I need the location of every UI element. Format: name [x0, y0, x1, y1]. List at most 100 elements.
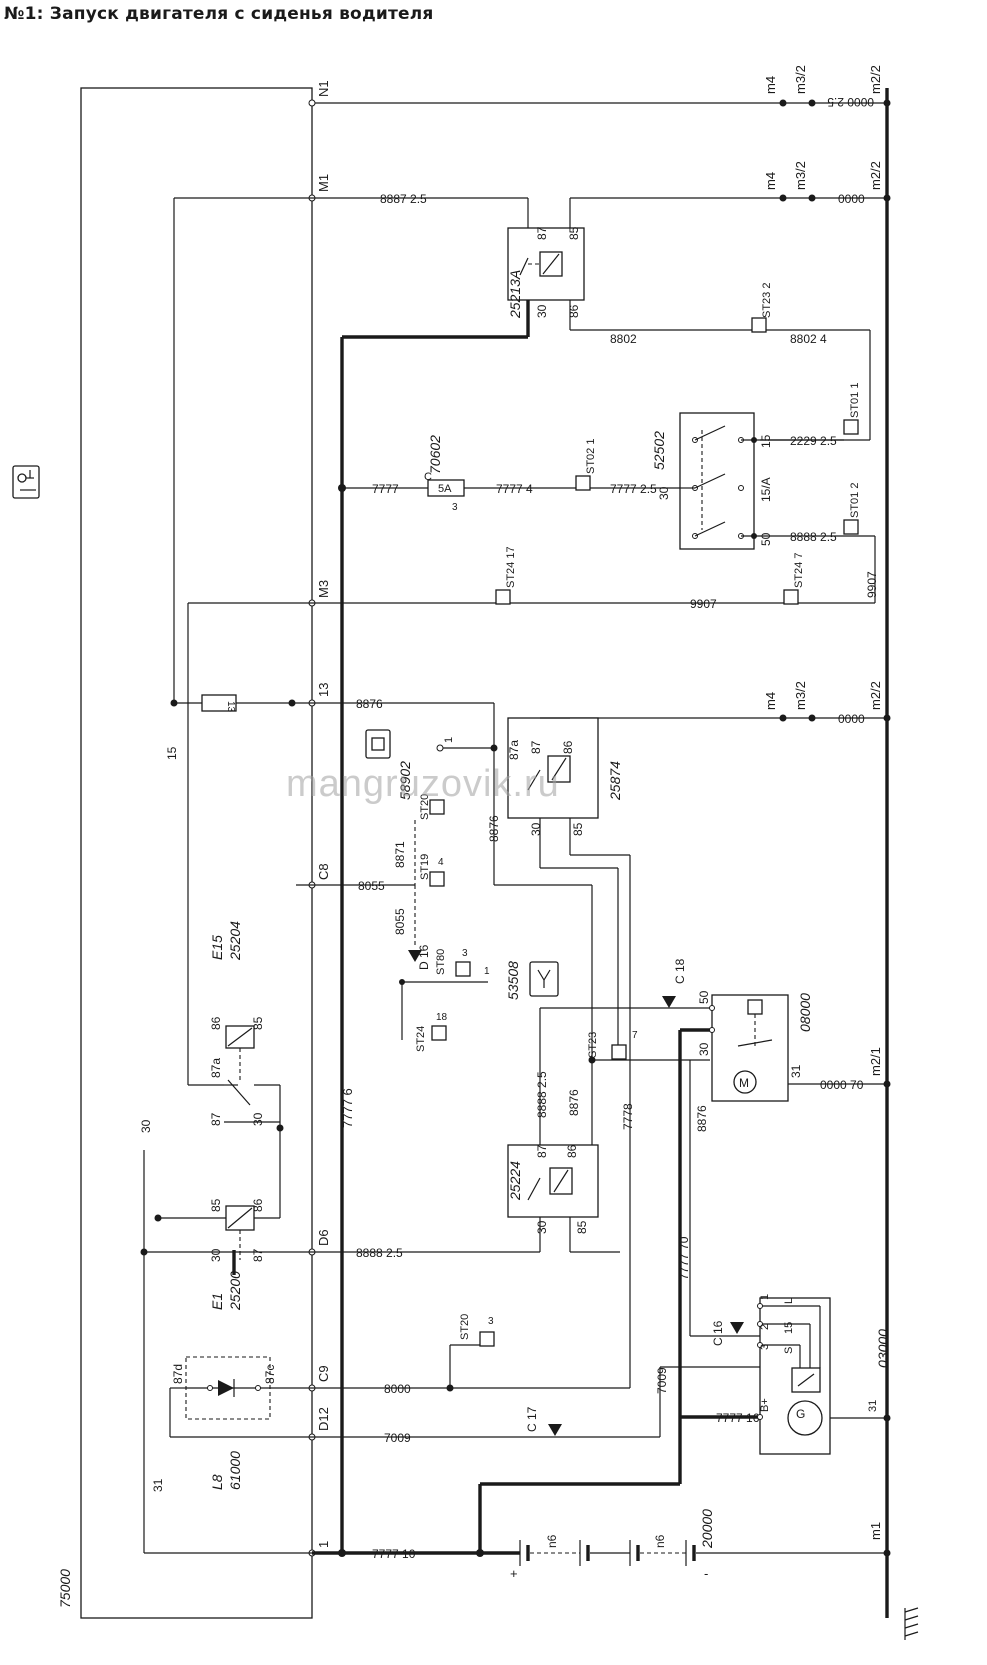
label-e15: E15	[209, 935, 225, 960]
t31-starter: 31	[789, 1064, 803, 1078]
wire-0000-25: 0000 2.5	[827, 95, 874, 109]
wire-30-31: 30 31	[139, 1119, 312, 1554]
battery-20000: + - n6 n6 20000 m1	[480, 1509, 891, 1581]
code-c18: C 18	[673, 958, 687, 984]
t87d: 87d	[171, 1364, 185, 1384]
battery-n6-b: n6	[653, 1534, 667, 1548]
code-c17: C 17	[525, 1406, 539, 1432]
wire-8888-d6: 8888 2.5	[356, 1246, 403, 1260]
label-03000: 03000	[875, 1329, 891, 1368]
wire-7009-b: 7009	[655, 1367, 669, 1394]
t87a-e15: 87a	[209, 1058, 223, 1078]
st19-4: 4	[438, 857, 444, 868]
st80-1: 1	[484, 966, 490, 977]
alt-g: G	[796, 1407, 805, 1421]
alternator-03000: G 1 L 2 15 3 S B+ 31 03000 C 16	[690, 1294, 891, 1455]
st80-3: 3	[462, 948, 468, 959]
wire-8876-b: 8876	[487, 815, 501, 842]
t87-e15: 87	[209, 1112, 223, 1126]
wire-8055-b: 8055	[393, 908, 407, 935]
t86-e1: 86	[251, 1198, 265, 1212]
wire-7777-10: 7777 10	[372, 1547, 416, 1561]
label-m4-3: m4	[763, 692, 778, 710]
t87-25213a: 87	[535, 226, 549, 240]
wire-d6: 8888 2.5	[144, 1246, 540, 1260]
code-c16: C 16	[711, 1320, 725, 1346]
alt-tl: L	[783, 1298, 795, 1304]
label-m3-2-3: m3/2	[793, 681, 808, 710]
alt-ts: S	[783, 1347, 795, 1354]
relay-25213a: 87 85 30 86 25213A	[507, 198, 585, 330]
wire-7009: C 17 7009 7009	[312, 1366, 760, 1445]
supply-7777: 7777 6 7777 10 7777 70 7777 16	[312, 300, 760, 1561]
wire-0000-b: 0000	[838, 712, 865, 726]
wire-31-label: 31	[151, 1478, 165, 1492]
wire-7778: 7778	[621, 1103, 635, 1130]
t30-e1: 30	[209, 1248, 223, 1262]
label-25213a: 25213A	[507, 270, 523, 319]
splice-st01-2: ST01 2	[849, 483, 861, 518]
label-53508: 53508	[505, 961, 521, 1000]
t1-58902: 1	[443, 737, 455, 743]
label-58902: 58902	[397, 761, 413, 800]
wire-8055-a: 8055	[358, 879, 385, 893]
frame-75000	[80, 87, 313, 1619]
label-m2-1: m2/1	[868, 1047, 883, 1076]
pin-c9: C9	[316, 1365, 331, 1382]
wire-8000-label: 8000	[384, 1382, 411, 1396]
t85-25213a: 85	[567, 226, 581, 240]
label-52502: 52502	[651, 431, 667, 470]
switch-58902: 58902 ST20 8871	[365, 729, 445, 885]
label-e1: E1	[209, 1293, 225, 1310]
label-70602: 70602	[427, 435, 443, 474]
splice-st24-7: ST24 7	[793, 553, 805, 588]
splice-st20-top: ST20	[419, 794, 431, 820]
fuse-3: 3	[452, 502, 458, 513]
fuse-c: C	[424, 471, 432, 483]
pin-13: 13	[316, 683, 331, 697]
label-m2-2-2: m2/2	[868, 161, 883, 190]
battery-n6-a: n6	[545, 1534, 559, 1548]
wire-7009-a: 7009	[384, 1431, 411, 1445]
relay-25874: 1 87a 87 86 30 85 25874 8876	[436, 703, 623, 868]
ground-symbol	[904, 1607, 919, 1640]
wire-8887: 8887 2.5	[380, 192, 427, 206]
battery-minus: -	[704, 1566, 708, 1581]
splice-st19: ST19	[419, 854, 431, 880]
t30-52502: 30	[657, 486, 671, 500]
wire-8000: ST20 3 8000	[312, 1314, 630, 1396]
label-m2-2-3: m2/2	[868, 681, 883, 710]
t85-e15: 85	[251, 1016, 265, 1030]
splice-st20: ST20	[459, 1314, 471, 1340]
wire-8876-d: 8876	[695, 1105, 709, 1132]
st23-7: 7	[632, 1030, 638, 1041]
alt-bplus: B+	[759, 1398, 771, 1412]
page-title: №1: Запуск двигателя с сиденья водителя	[4, 4, 434, 24]
label-25200: 25200	[227, 1271, 243, 1311]
t87c: 87c	[263, 1365, 277, 1384]
wire-8876-c: 8876	[567, 1089, 581, 1116]
label-20000: 20000	[699, 1509, 715, 1549]
t30-25213a: 30	[535, 304, 549, 318]
fuse-70602-row: 5A 70602 C 3 7777 7777 4 ST02 1 7777 2.5	[342, 435, 680, 513]
pin-c8: C8	[316, 863, 331, 880]
ground-tap-25874: m4 m3/2 m2/2 0000	[570, 681, 891, 726]
st20-3: 3	[488, 1316, 494, 1327]
splice-st80: ST80	[435, 949, 447, 975]
alt-t1: 1	[759, 1294, 771, 1300]
t86-25874: 86	[561, 740, 575, 754]
relay-e15: E15 25204 86 85 87a 87 30	[188, 921, 284, 1218]
watermark: mangruzovik.ru	[286, 763, 560, 805]
wire-7777-a: 7777	[372, 482, 399, 496]
wire-8888-25-a: 8888 2.5	[790, 530, 837, 544]
t15a-52502: 15/A	[759, 477, 773, 502]
pin-n1: N1	[316, 80, 331, 97]
alt-t31: 31	[867, 1400, 879, 1412]
fuse-13: 13	[225, 701, 236, 713]
diode-l8: 87d 87c L8 61000	[169, 1356, 312, 1490]
t87-e1: 87	[251, 1248, 265, 1262]
label-m3-2-2: m3/2	[793, 161, 808, 190]
pin-1: 1	[316, 1541, 331, 1548]
ignition-key-icon	[12, 465, 40, 499]
splice-st24-17: ST24 17	[505, 546, 517, 588]
